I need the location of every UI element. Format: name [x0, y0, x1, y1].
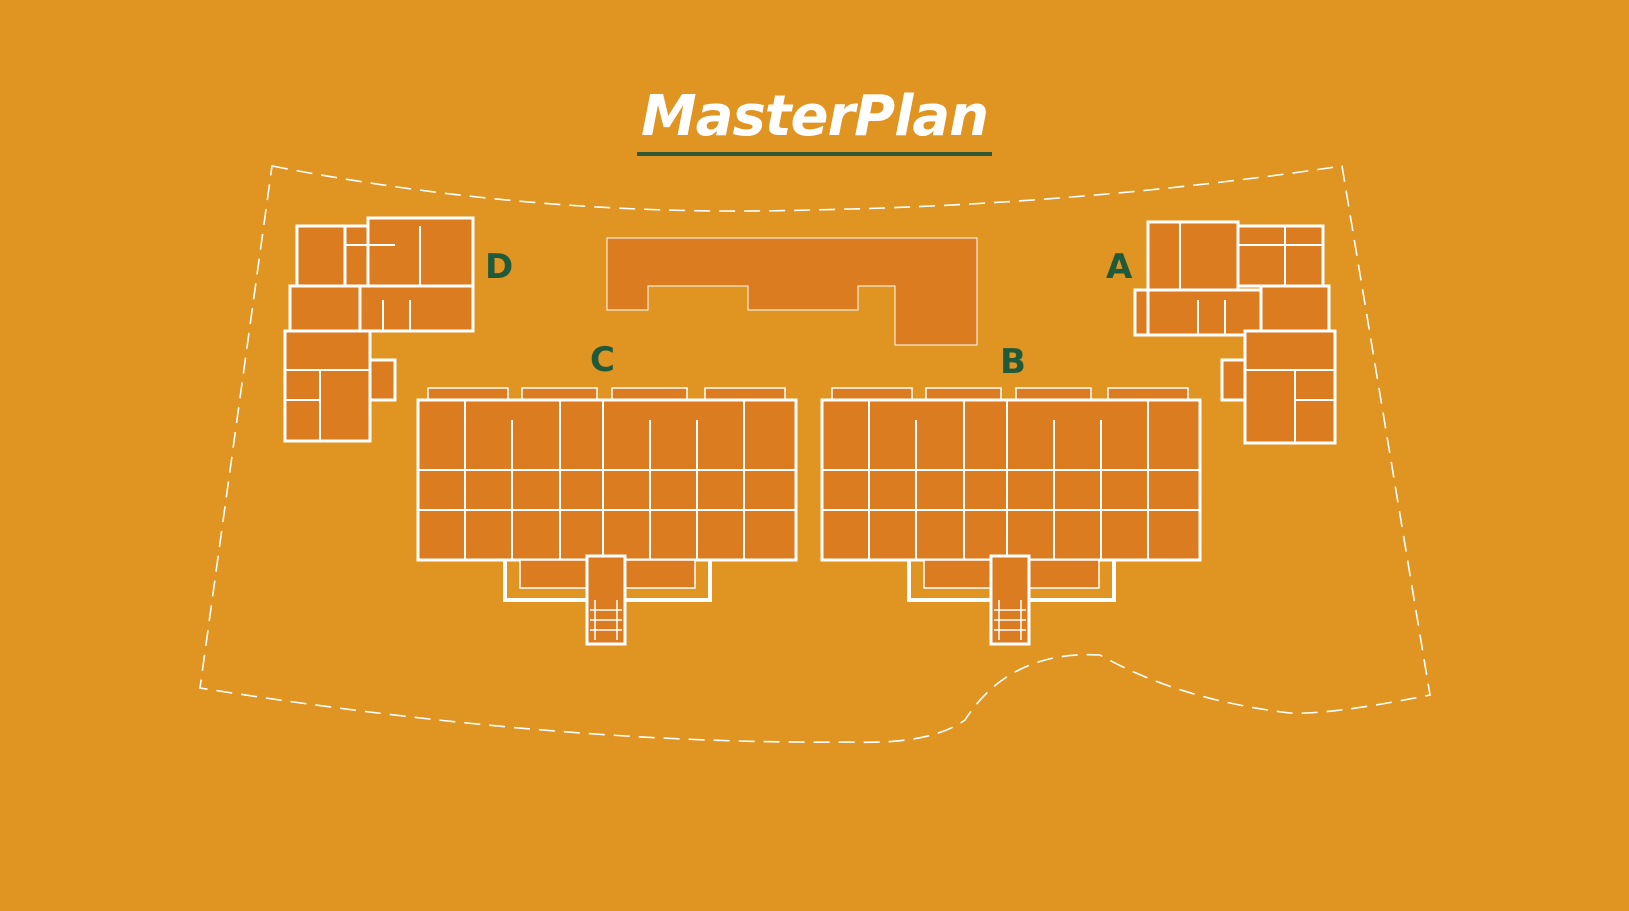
building-label-a[interactable]: A: [1106, 247, 1133, 287]
building-label-c[interactable]: C: [590, 340, 615, 380]
page-title: MasterPlan: [640, 84, 989, 149]
building-a-plan: [1133, 220, 1337, 445]
building-c-plan: [416, 387, 798, 646]
title-underline: [637, 152, 992, 156]
building-d-plan: [283, 216, 475, 443]
site-boundary: [199, 165, 1431, 744]
building-b-plan: [820, 387, 1202, 646]
building-label-d[interactable]: D: [485, 247, 514, 287]
amenity-footprint: [606, 237, 978, 346]
building-label-b[interactable]: B: [1000, 342, 1026, 382]
